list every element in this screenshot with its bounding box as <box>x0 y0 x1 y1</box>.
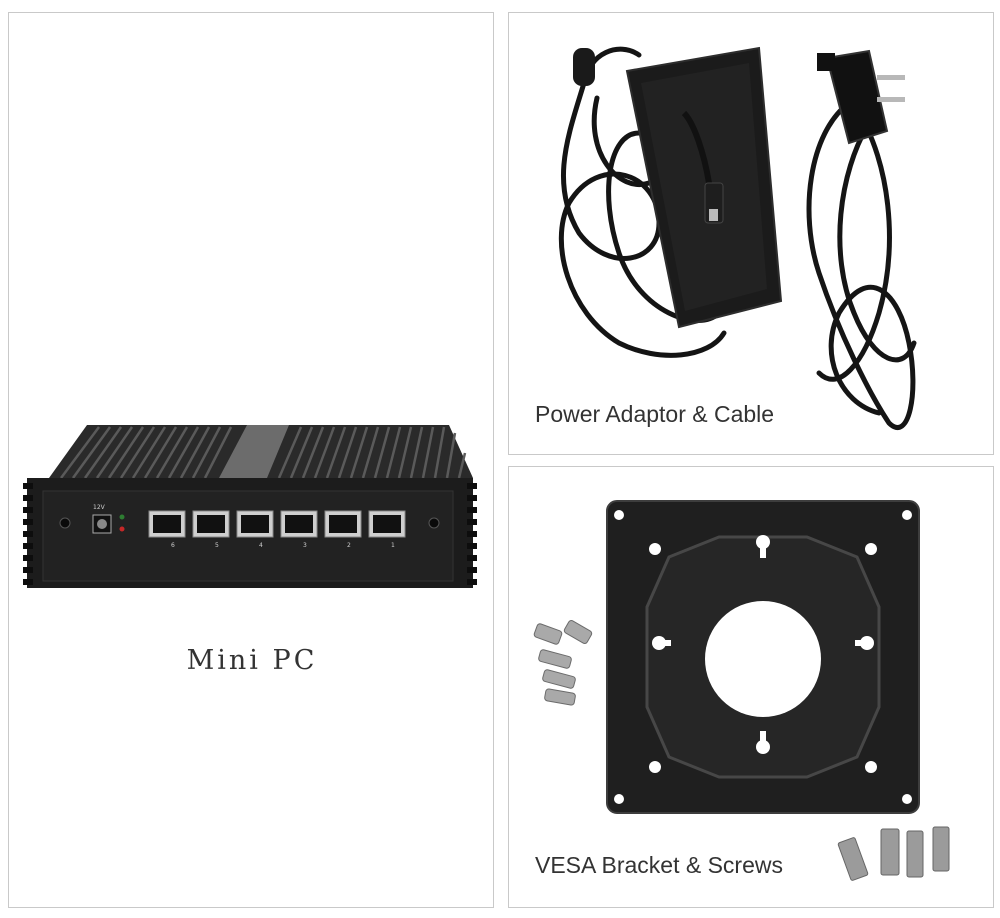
mini-pc-caption: Mini PC <box>186 645 318 676</box>
mini-pc-panel: 12V 6 5 4 3 2 1 Mini PC <box>8 12 494 908</box>
port-label: 1 <box>391 542 395 549</box>
port-label: 6 <box>171 542 175 549</box>
mini-pc-image: 12V 6 5 4 3 2 1 <box>23 425 477 588</box>
power-label: 12V <box>93 504 106 511</box>
port-label: 3 <box>303 542 307 549</box>
ethernet-port: 5 <box>192 510 230 549</box>
ethernet-port: 6 <box>148 510 186 549</box>
ethernet-port: 1 <box>368 510 406 549</box>
power-adaptor-panel: Power Adaptor & Cable <box>508 12 994 455</box>
vesa-bracket-panel: VESA Bracket & Screws <box>508 466 994 908</box>
vesa-bracket-image <box>533 500 950 881</box>
port-label: 5 <box>215 542 219 549</box>
ethernet-port: 4 <box>236 510 274 549</box>
vesa-bracket-caption: VESA Bracket & Screws <box>535 852 783 878</box>
power-adaptor-caption: Power Adaptor & Cable <box>535 401 775 427</box>
ethernet-port: 3 <box>280 510 318 549</box>
port-label: 4 <box>259 542 263 549</box>
ethernet-port: 2 <box>324 510 362 549</box>
port-label: 2 <box>347 542 351 549</box>
power-adaptor-image <box>558 46 917 430</box>
